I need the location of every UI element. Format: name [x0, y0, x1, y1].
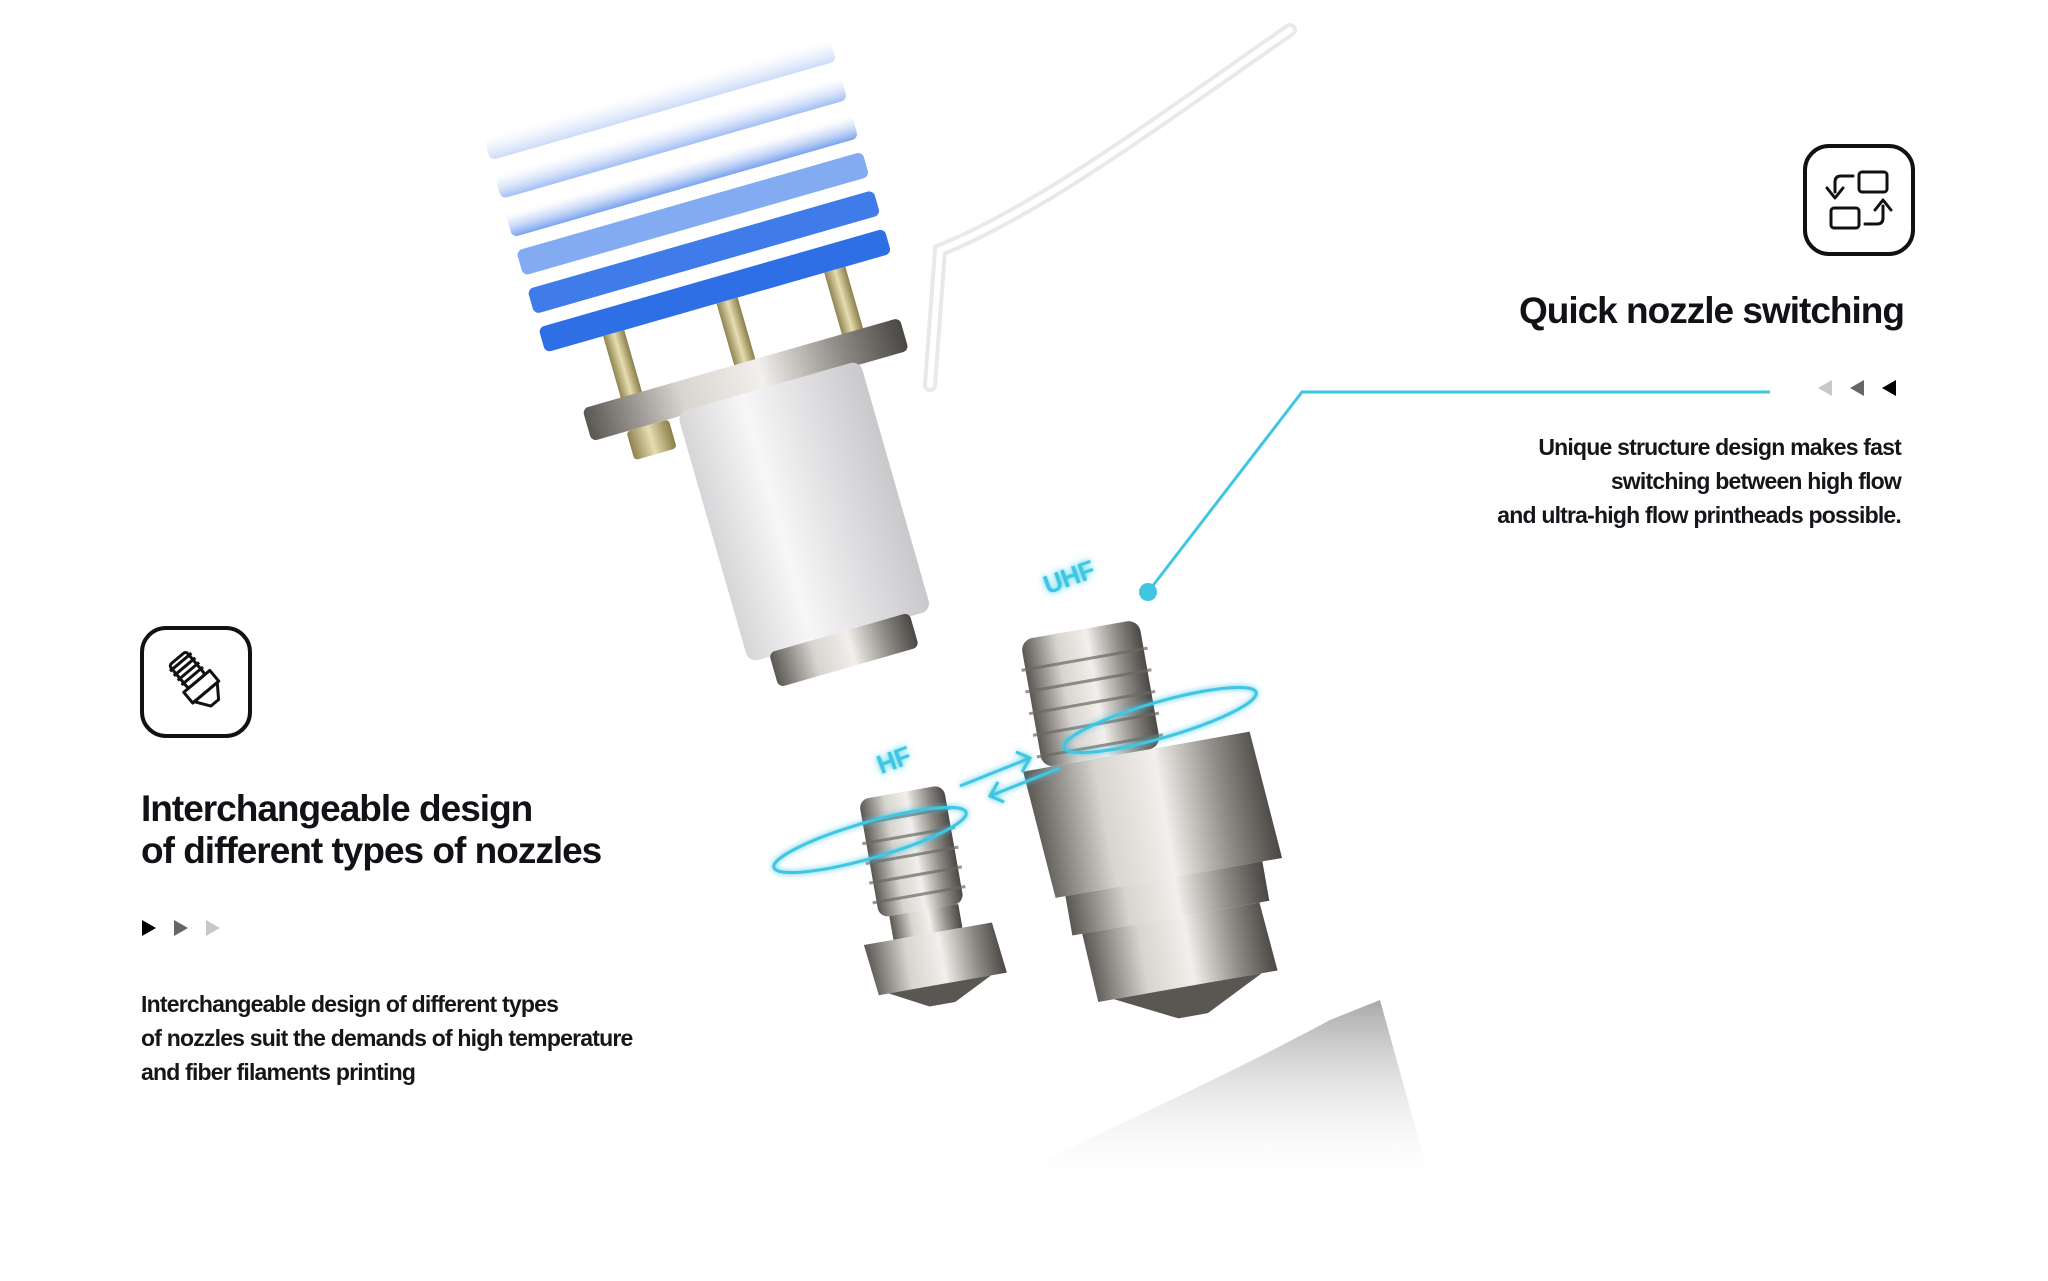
desc-line: Unique structure design makes fast	[1538, 434, 1901, 460]
title-line: Interchangeable design	[141, 788, 533, 829]
desc-line: switching between high flow	[1610, 468, 1902, 494]
desc-line: and ultra-high flow printheads possible.	[1497, 502, 1902, 528]
triangle-left-icon	[1818, 380, 1832, 396]
feature-title-interchangeable: Interchangeable design of different type…	[141, 788, 602, 872]
hotend-assembly	[484, 37, 930, 686]
uhf-nozzle	[1021, 621, 1283, 1019]
swap-arrows-icon	[1803, 144, 1915, 256]
hf-nozzle	[858, 786, 1007, 1007]
title-line: of different types of nozzles	[141, 830, 602, 871]
indicator-arrows-right	[142, 920, 220, 936]
desc-line: and fiber filaments printing	[141, 1059, 416, 1085]
feature-desc-interchangeable: Interchangeable design of different type…	[141, 987, 633, 1089]
swap-rings	[772, 685, 1258, 875]
desc-line: Interchangeable design of different type…	[141, 991, 559, 1017]
triangle-right-icon	[142, 920, 156, 936]
desc-line: of nozzles suit the demands of high temp…	[141, 1025, 633, 1051]
hf-label: HF	[872, 740, 915, 780]
feature-title-quick-switching: Quick nozzle switching	[1518, 290, 1905, 331]
feature-desc-quick-switching: Unique structure design makes fast switc…	[1497, 430, 1902, 532]
heatsink	[484, 37, 891, 352]
uhf-label: UHF	[1039, 554, 1099, 601]
nozzle-icon	[140, 626, 252, 738]
reflection	[990, 1000, 1430, 1190]
triangle-right-icon	[206, 920, 220, 936]
triangle-left-icon	[1882, 380, 1896, 396]
triangle-left-icon	[1850, 380, 1864, 396]
triangle-right-icon	[174, 920, 188, 936]
indicator-arrows-left	[1818, 380, 1896, 396]
ptfe-tube	[923, 23, 1297, 392]
